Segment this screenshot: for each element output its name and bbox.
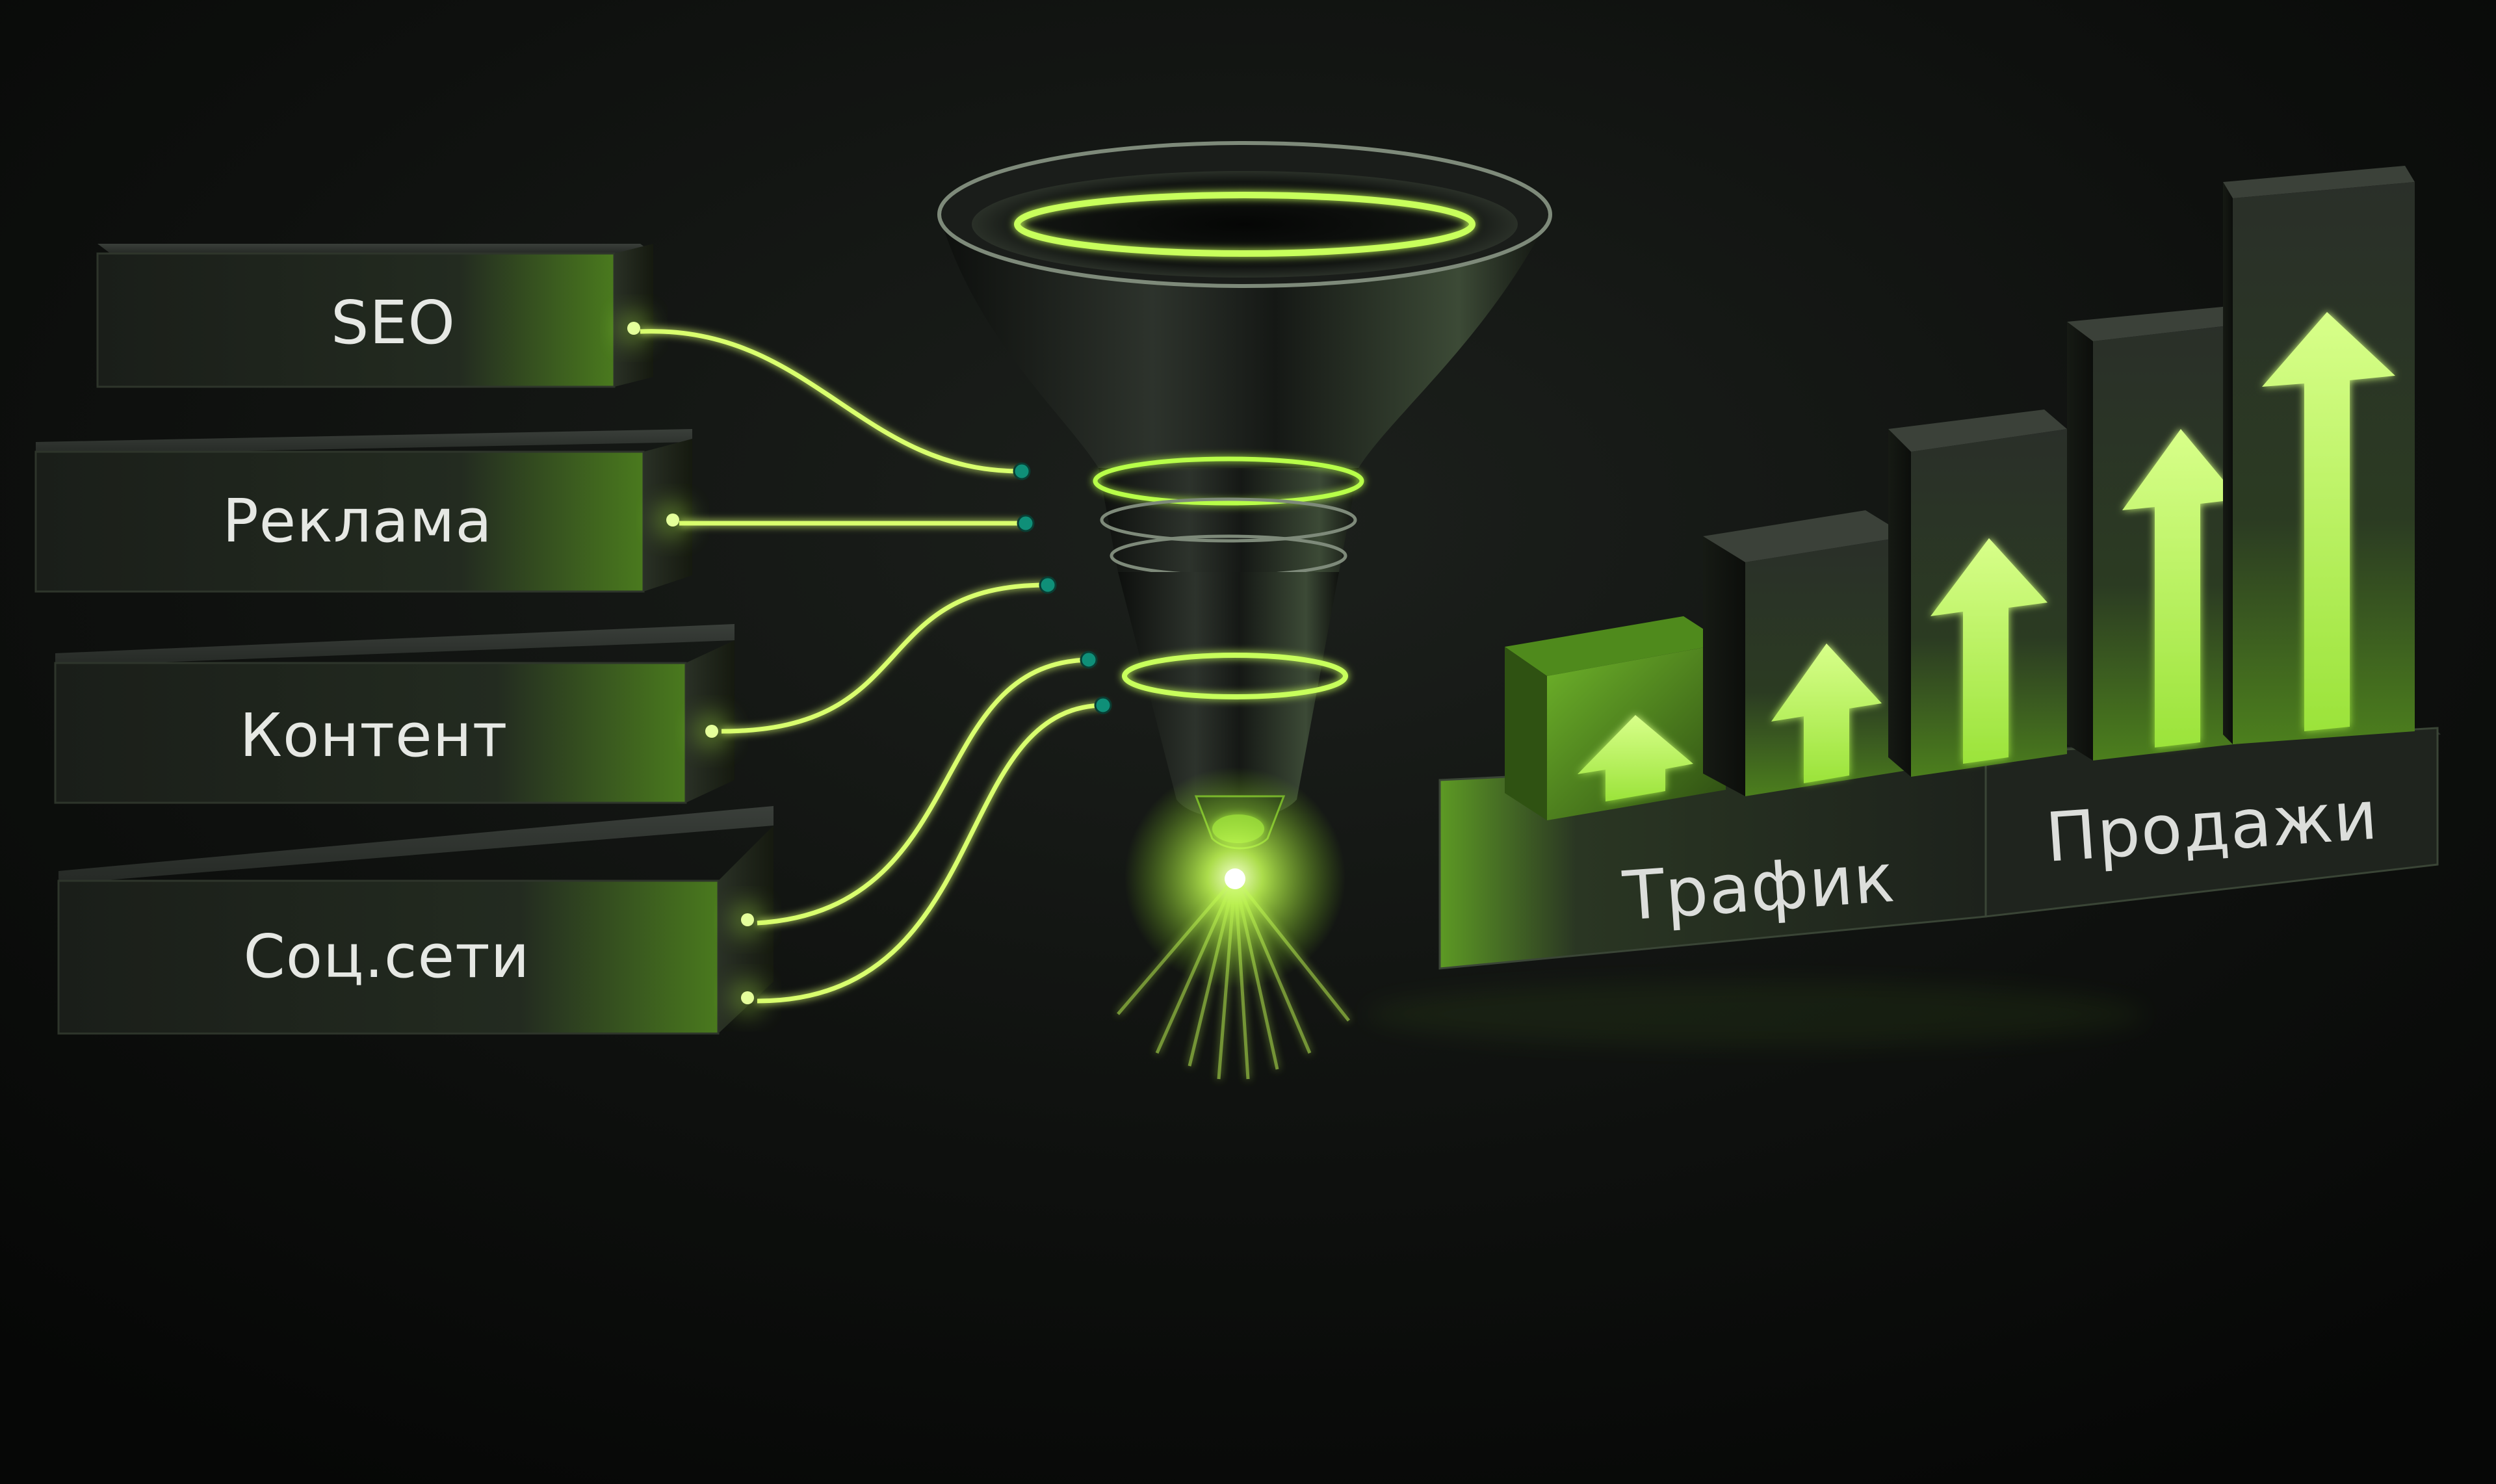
up-arrow-icon <box>2262 312 2395 731</box>
connector-nodes <box>1013 462 1112 714</box>
output-port <box>741 991 754 1004</box>
growth-bars <box>1505 166 2415 820</box>
growth-bar <box>2067 306 2262 761</box>
connector-social-2 <box>757 703 1106 1004</box>
output-port <box>666 514 679 527</box>
output-port <box>705 725 718 738</box>
funnel-icon <box>937 141 1552 850</box>
source-label-seo: SEO <box>331 288 456 358</box>
source-label-social: Соц.сети <box>244 922 530 991</box>
connector-seo <box>640 329 1021 474</box>
up-arrow-icon <box>1930 538 2048 764</box>
source-box-seo: SEO <box>96 244 653 388</box>
source-label-content: Контент <box>240 701 508 770</box>
up-arrow-icon <box>1771 644 1882 783</box>
connection-lines <box>640 329 1106 1004</box>
connector-social-1 <box>757 657 1093 926</box>
connector-content <box>721 582 1047 734</box>
growth-bar <box>1505 616 1726 820</box>
growth-bar <box>1888 410 2067 777</box>
source-label-ads: Реклама <box>222 486 493 556</box>
source-box-content: Контент <box>54 624 734 804</box>
traffic-label: Трафик <box>1620 838 1897 936</box>
up-arrow-icon <box>2122 429 2239 748</box>
source-box-ads: Реклама <box>34 429 692 593</box>
source-box-social: Соц.сети <box>57 806 774 1035</box>
output-port <box>741 913 754 926</box>
light-burst <box>1117 767 1350 1080</box>
growth-bar <box>2223 166 2415 744</box>
growth-bar <box>1703 510 1908 796</box>
output-port <box>627 322 640 335</box>
up-arrow-icon <box>1578 715 1693 801</box>
